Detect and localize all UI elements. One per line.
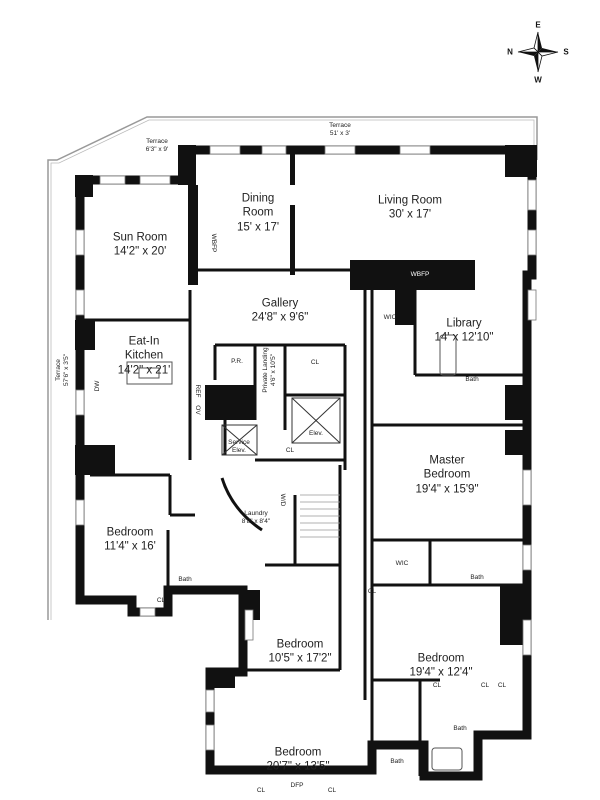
closet-label: CL [327,786,337,794]
compass-icon [517,31,559,73]
compass-east: E [535,20,541,30]
bath-label: Bath [390,757,404,765]
wic-label: WIC [383,313,397,321]
compass-north: N [507,47,513,57]
powder-room-label: P.R. [231,357,243,365]
refrigerator-label: REF [194,384,202,398]
cooktop-icon [138,367,160,379]
bath-label: Bath [178,575,192,583]
closet-label: CL [256,786,266,794]
compass-south: S [563,47,569,57]
elevator-label: Elev. [309,429,323,437]
closet-label: CL [156,596,166,604]
oven-label: OV [194,405,202,415]
stairs [300,494,340,538]
compass-west: W [534,75,542,85]
closet-label: CL [285,446,295,454]
terrace-outline [47,116,538,620]
washer-dryer-label: W/D [279,493,287,507]
closet-label: CL [310,358,320,366]
closet-label: CL [367,587,377,595]
wall-blocks [75,145,537,688]
laundry-curved-wall [220,477,263,532]
bathtub-icon [439,334,457,376]
windows [75,145,537,751]
elevator-shaft [221,397,341,456]
dishwasher-label: DW [93,380,101,392]
fireplace-label: DFP [290,781,304,789]
closet-label: CL [497,681,507,689]
kitchen-island [126,361,173,385]
closet-label: CL [432,681,442,689]
bath-label: Bath [465,375,479,383]
bath-label: Bath [470,573,484,581]
fireplace-label: WBFP [210,233,218,253]
bathtub-icon [431,747,463,771]
interior-walls [80,268,527,776]
closet-label: CL [480,681,490,689]
fireplace-label: WBFP [410,270,430,278]
wic-label: WIC [395,559,409,567]
bath-label: Bath [453,724,467,732]
